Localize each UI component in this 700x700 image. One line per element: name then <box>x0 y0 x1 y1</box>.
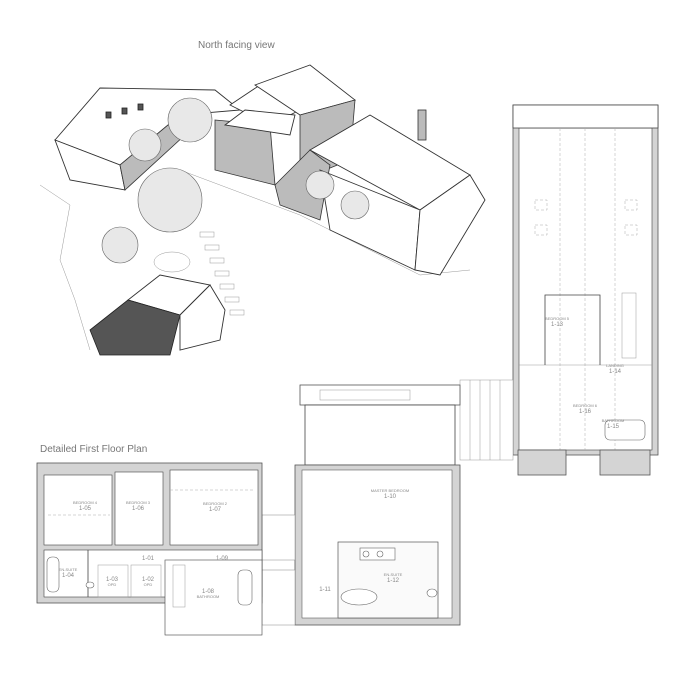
room-label: EN-SUITE <box>384 572 403 577</box>
room-code: 1-14 <box>609 369 622 375</box>
room-code: 1-15 <box>607 424 620 430</box>
room-code: 1-06 <box>132 506 145 512</box>
roof-window <box>105 111 112 119</box>
perspective-title: North facing view <box>198 40 275 51</box>
room-label: BEDROOM 4 <box>73 500 98 505</box>
bathtub <box>46 556 60 593</box>
room-code: 1-07 <box>209 507 222 513</box>
tree <box>128 128 162 162</box>
connector <box>261 514 296 561</box>
balcony <box>223 109 296 136</box>
stair <box>172 564 186 608</box>
floor-plan-title: Detailed First Floor Plan <box>40 444 147 455</box>
room-code: 1-16 <box>579 409 592 415</box>
tree <box>340 190 370 220</box>
room-code: 1-02 <box>142 577 155 583</box>
roof-window <box>121 107 128 115</box>
room-code: 1-13 <box>551 322 564 328</box>
bedroom-5-walls <box>544 294 601 365</box>
barn-plan: BEDROOM 5 1-13 LANDING 1-14 BEDROOM 6 1-… <box>512 104 659 476</box>
wall-garage <box>179 284 226 351</box>
room-code: 1-11 <box>319 587 331 593</box>
room-label: BATHROOM <box>197 594 220 599</box>
room-code: 1-10 <box>384 494 397 500</box>
toilet <box>426 588 438 598</box>
room-label: BEDROOM 5 <box>545 316 570 321</box>
barn-roof-band <box>512 104 659 129</box>
master-wing-plan: MASTER BEDROOM 1-10 EN-SUITE 1-12 1-11 <box>294 384 461 626</box>
ground-edge <box>179 169 471 276</box>
bathtub <box>237 569 253 606</box>
ground-edge <box>39 184 91 351</box>
room-label: OPD <box>108 582 117 587</box>
room-label: BATHROOM <box>602 418 625 423</box>
room-code: 1-03 <box>106 577 119 583</box>
connector <box>261 569 296 626</box>
room-code: 1-08 <box>202 589 215 595</box>
barn-bay <box>599 449 651 476</box>
room-label: MASTER BEDROOM <box>371 488 409 493</box>
room-label: EN-SUITE <box>59 567 78 572</box>
garage-shadow <box>89 299 181 356</box>
bedroom-2 <box>169 469 259 546</box>
tree <box>137 167 203 233</box>
bedroom-4 <box>43 474 113 546</box>
tree <box>101 226 139 264</box>
room-label: OPD <box>144 582 153 587</box>
stepping-stones <box>199 231 245 316</box>
north-facing-perspective <box>39 64 486 356</box>
room-code: 1-12 <box>387 578 400 584</box>
roof-window <box>137 103 144 111</box>
tree-planter <box>153 251 191 273</box>
stair <box>621 292 637 359</box>
tree <box>305 170 335 200</box>
room-label: BEDROOM 2 <box>203 501 228 506</box>
wall-right-house-end <box>414 174 486 276</box>
room-label: BEDROOM 6 <box>573 403 598 408</box>
first-floor-plan: BEDROOM 4 1-05 BEDROOM 3 1-06 BEDROOM 2 … <box>36 462 263 636</box>
barn-bay <box>517 449 567 476</box>
room-label: BEDROOM 3 <box>126 500 151 505</box>
room-code: 1-04 <box>62 573 75 579</box>
link-bridge <box>459 379 514 461</box>
room-code: 1-05 <box>79 506 92 512</box>
toilet <box>85 581 95 589</box>
tree <box>167 97 213 143</box>
room-code: 1-01 <box>142 556 155 562</box>
bathtub <box>604 419 646 441</box>
bathtub <box>340 588 378 606</box>
room-label: LANDING <box>606 363 624 368</box>
bedroom-3 <box>114 471 164 546</box>
terrace <box>304 404 456 466</box>
chimney <box>417 109 427 141</box>
room-code: 1-09 <box>216 556 229 562</box>
